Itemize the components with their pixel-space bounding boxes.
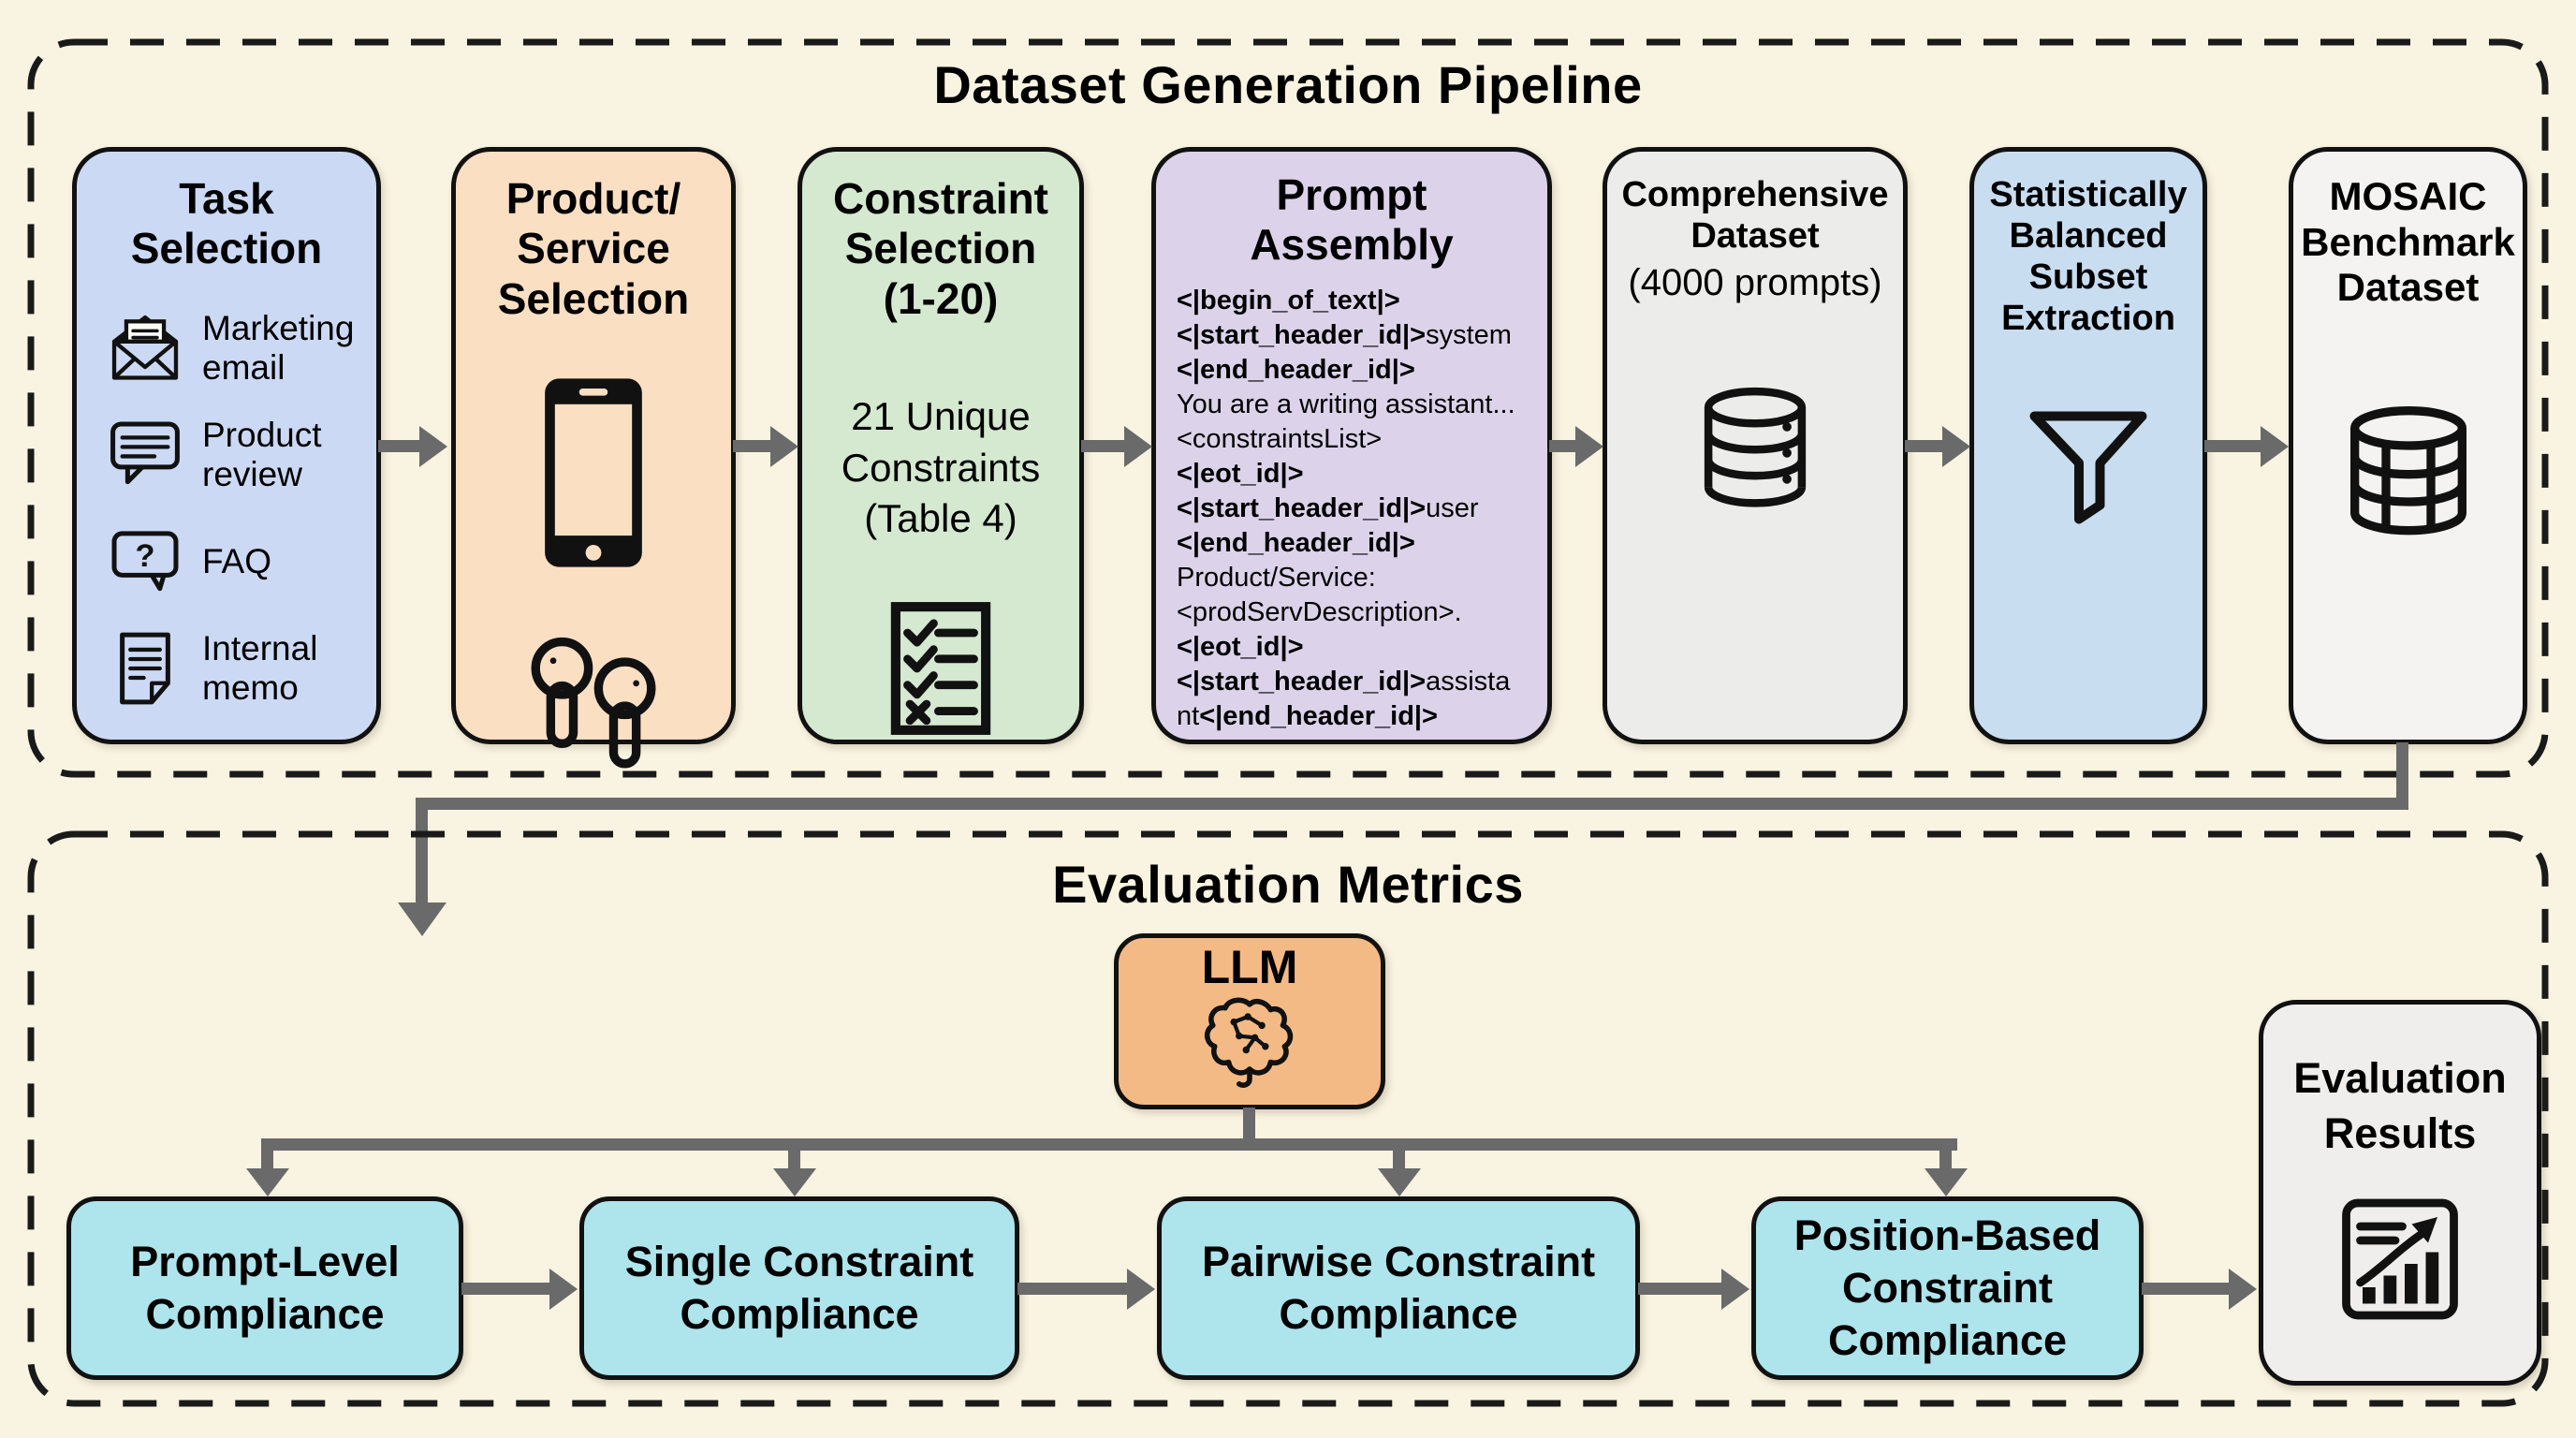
comprehensive-dataset-box: Comprehensive Dataset (4000 prompts)	[1603, 147, 1908, 744]
llm-box: LLM	[1114, 933, 1385, 1109]
constraint-selection-box: Constraint Selection (1-20) 21 Unique Co…	[798, 147, 1084, 744]
llm-branch-bus	[261, 1138, 1957, 1151]
task-item-product-review: Product review	[105, 415, 361, 495]
task-selection-box: Task Selection Marketing email	[72, 147, 381, 744]
task-item-label: Internal memo	[202, 629, 318, 707]
task-selection-title: Task Selection	[130, 174, 323, 273]
svg-text:?: ?	[136, 538, 155, 574]
mosaic-dataset-box: MOSAIC Benchmark Dataset	[2289, 147, 2527, 744]
pipeline-title: Dataset Generation Pipeline	[933, 55, 1643, 114]
memo-document-icon	[105, 628, 185, 709]
branch-arrow-position-based	[1939, 1138, 1952, 1168]
comprehensive-dataset-subtitle: (4000 prompts)	[1628, 262, 1882, 304]
task-item-label: FAQ	[202, 542, 272, 580]
pipeline-dashed-border	[27, 38, 2549, 778]
prompt-assembly-title: Prompt Assembly	[1250, 170, 1454, 270]
database-icon	[1687, 380, 1823, 521]
evaluation-results-box: Evaluation Results	[2259, 1000, 2541, 1386]
mosaic-dataset-title: MOSAIC Benchmark Dataset	[2301, 174, 2515, 310]
position-based-compliance-box: Position-Based Constraint Compliance	[1751, 1196, 2144, 1380]
comprehensive-dataset-title: Comprehensive Dataset	[1621, 175, 1889, 257]
review-bubble-icon	[105, 415, 185, 495]
mosaic-connector-entry-arrow	[416, 798, 428, 902]
arrow-dataset-to-subset	[1905, 440, 1942, 452]
checklist-icon	[870, 597, 1012, 744]
task-item-marketing-email: Marketing email	[105, 308, 361, 389]
arrow-product-to-constraint	[733, 440, 770, 452]
smartphone-icon	[536, 373, 651, 578]
mosaic-connector-down-segment	[2396, 742, 2408, 810]
llm-label: LLM	[1201, 940, 1298, 993]
arrow-prompt-to-dataset	[1549, 440, 1575, 452]
product-service-title: Product/ Service Selection	[497, 174, 690, 323]
arrow-task-to-product	[378, 440, 419, 452]
task-item-label: Product review	[202, 416, 322, 493]
constraint-selection-body: 21 Unique Constraints (Table 4)	[841, 394, 1041, 541]
branch-arrow-prompt-level	[261, 1138, 273, 1168]
open-email-icon	[105, 308, 185, 389]
branch-arrow-pairwise	[1393, 1138, 1405, 1168]
product-service-box: Product/ Service Selection	[451, 147, 736, 769]
results-chart-icon	[2330, 1189, 2470, 1334]
task-item-faq: ? FAQ	[105, 521, 361, 602]
subset-extraction-box: Statistically Balanced Subset Extraction	[1969, 147, 2207, 744]
faq-bubble-icon: ?	[105, 521, 185, 602]
subset-extraction-title: Statistically Balanced Subset Extraction	[1989, 175, 2188, 339]
grid-database-icon	[2334, 397, 2483, 551]
arrow-subset-to-mosaic	[2204, 440, 2261, 452]
evaluation-results-title: Evaluation Results	[2293, 1054, 2507, 1157]
constraint-selection-title: Constraint Selection (1-20)	[833, 174, 1048, 323]
arrow-single-to-pairwise	[1017, 1283, 1127, 1295]
brain-circuit-icon	[1197, 990, 1302, 1100]
task-item-list: Marketing email Product review	[92, 308, 361, 709]
evaluation-title: Evaluation Metrics	[1052, 855, 1524, 914]
single-constraint-compliance-box: Single Constraint Compliance	[579, 1196, 1019, 1380]
mosaic-connector-horizontal-segment	[416, 798, 2408, 810]
pairwise-constraint-compliance-box: Pairwise Constraint Compliance	[1157, 1196, 1640, 1380]
funnel-icon	[2018, 395, 2159, 540]
task-item-label: Marketing email	[202, 309, 355, 387]
arrow-pairwise-to-position	[1638, 1283, 1721, 1295]
arrow-prompt-level-to-single	[461, 1283, 549, 1295]
prompt-level-compliance-box: Prompt-Level Compliance	[66, 1196, 463, 1380]
prompt-template-code: <|begin_of_text|><|start_header_id|>syst…	[1177, 285, 1515, 731]
earbuds-icon	[505, 623, 681, 779]
arrow-position-to-results	[2142, 1283, 2229, 1295]
arrow-constraint-to-prompt	[1081, 440, 1124, 452]
task-item-internal-memo: Internal memo	[105, 628, 361, 709]
prompt-assembly-box: Prompt Assembly <|begin_of_text|><|start…	[1151, 147, 1552, 744]
branch-arrow-single	[788, 1138, 800, 1168]
